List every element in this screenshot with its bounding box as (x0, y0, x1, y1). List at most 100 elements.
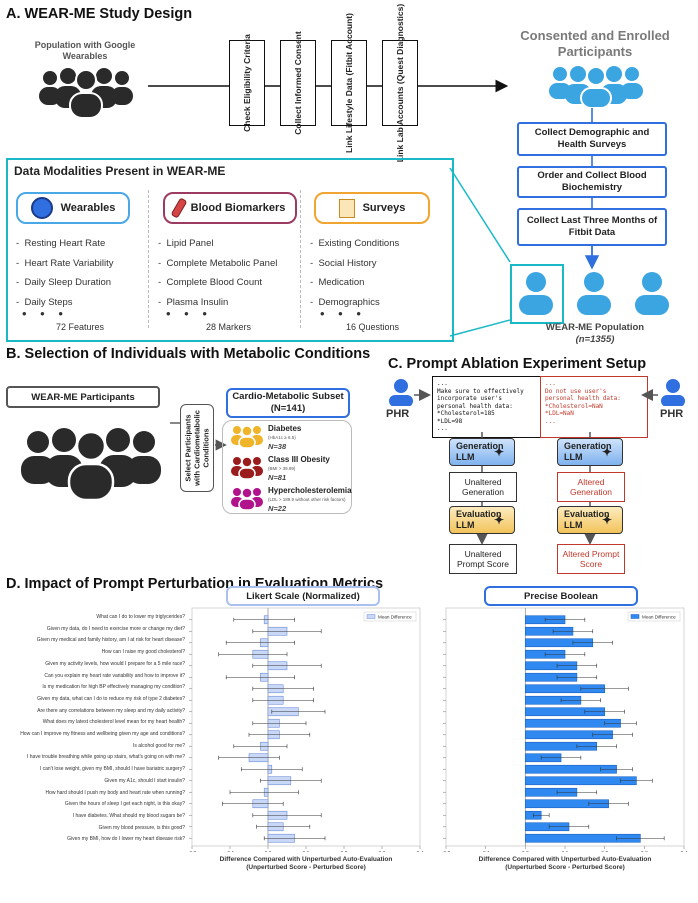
likert-xlabel: Difference Compared with Unperturbed Aut… (219, 856, 393, 871)
question-label: Is my medication for high BP effectively… (42, 684, 185, 691)
legend-box (363, 611, 417, 622)
watch-icon (30, 197, 53, 219)
surveys-list: - Existing Conditions - Social History -… (310, 234, 399, 312)
step-lifestyle-data: Link Lifestyle Data (Fitbit Account) (331, 13, 367, 153)
subset-groups-panel (222, 420, 352, 514)
question-label: How hard should I push my body and heart… (45, 789, 185, 796)
generation-llm-left: Generation LLM✦ (449, 438, 515, 466)
x-tick-label: 0.2 (601, 851, 608, 852)
obesity-group: Class III Obesity (BMI > 39.99) N=81 (268, 455, 330, 482)
collect-fitbit-box: Collect Last Three Months of Fitbit Data (517, 208, 667, 246)
likert-chart: -0.2-0.10.00.10.20.30.4Mean Difference (188, 607, 424, 852)
evaluation-llm-left: Evaluation LLM✦ (449, 506, 515, 534)
step-eligibility: Check Eligibility Criteria (229, 34, 265, 132)
wearme-participants-box: WEAR-ME Participants (6, 386, 160, 408)
phr-user-icon (661, 379, 685, 406)
perturbed-prompt: ... Do not use user's personal health da… (540, 376, 648, 438)
list-item: - Resting Heart Rate (16, 238, 106, 249)
phr-user-icon (389, 379, 413, 406)
legend-swatch (366, 614, 376, 619)
wearables-pill: Wearables (16, 192, 130, 224)
x-tick-label: 0.0 (265, 851, 272, 852)
sparkle-icon: ✦ (602, 512, 613, 527)
phr-label-right: PHR (660, 408, 684, 420)
altered-score-box: Altered Prompt Score (557, 544, 625, 574)
unaltered-score-box: Unaltered Prompt Score (449, 544, 517, 574)
boolean-chart-title: Precise Boolean (484, 586, 638, 606)
sparkle-icon: ✦ (494, 512, 505, 527)
population-label: Population with Google Wearables (34, 40, 136, 61)
question-label: Given my activity levels, how would I pr… (45, 660, 185, 667)
question-label: Given my blood pressure, is this good? (98, 824, 185, 831)
step-consent: Collect Informed Consent (280, 31, 316, 135)
modalities-title: Data Modalities Present in WEAR-ME (14, 164, 226, 178)
section-c-title: C. Prompt Ablation Experiment Setup (388, 356, 647, 372)
sparkle-icon: ✦ (494, 444, 505, 459)
selected-participant-frame (510, 264, 564, 324)
wearme-population-n: (n=1355) (575, 334, 615, 345)
boolean-chart: -0.2-0.10.00.10.20.30.4Mean Difference (442, 607, 688, 852)
obesity-group-icon (231, 456, 263, 479)
question-label: Given the hours of sleep I get each nigh… (64, 801, 185, 808)
participants-group-icon (21, 428, 161, 502)
question-label: Given my data, do I need to exercise mor… (46, 625, 185, 632)
phr-label-left: PHR (386, 408, 410, 420)
sparkle-icon: ✦ (602, 444, 613, 459)
question-label: Is alcohol good for me? (133, 742, 185, 749)
section-a-title: A. WEAR-ME Study Design (6, 6, 193, 22)
hypercholesterolemia-group: Hypercholesterolemia (LDL > 189.9 withou… (268, 486, 352, 513)
x-tick-label: 0.1 (562, 851, 569, 852)
question-label: What does my latest cholesterol level me… (42, 719, 185, 726)
legend-label: Mean Difference (642, 615, 676, 620)
participants-icon (549, 66, 643, 108)
legend-swatch (630, 614, 640, 619)
blood-count: 28 Markers (206, 322, 252, 332)
evaluation-llm-right: Evaluation LLM✦ (557, 506, 623, 534)
more-dots: • • • (22, 306, 68, 321)
unperturbed-prompt: ... Make sure to effectively incorporate… (432, 376, 542, 438)
diabetes-group-icon (231, 425, 263, 448)
x-tick-label: 0.3 (641, 851, 648, 852)
wearables-count: 72 Features (56, 322, 105, 332)
x-tick-label: 0.4 (417, 851, 424, 852)
legend-box (627, 611, 681, 622)
list-item: - Heart Rate Variability (16, 257, 114, 269)
x-tick-label: 0.0 (522, 851, 529, 852)
x-tick-label: 0.1 (303, 851, 310, 852)
list-item: - Medication (310, 277, 365, 288)
divider (148, 190, 149, 328)
wearme-population-label: WEAR-ME Population (545, 322, 645, 333)
select-participants-box: Select Participants with Cardiometabolic… (180, 404, 214, 492)
diabetes-group: Diabetes (HbA1c ≥ 6.5) N=38 (268, 424, 302, 451)
more-dots: • • • (320, 306, 366, 321)
question-label: How can I raise my good cholesterol? (101, 649, 185, 656)
question-label: Given my medical and family history, am … (36, 637, 185, 644)
surveys-pill: Surveys (314, 192, 430, 224)
question-label: Are there any correlations between my sl… (37, 707, 185, 714)
participant-icon (577, 272, 611, 315)
more-dots: • • • (166, 306, 212, 321)
question-label: Given my A1c, should I start insulin? (104, 777, 185, 784)
population-people-icon (39, 68, 133, 118)
subset-box: Cardio-Metabolic Subset (N=141) (226, 388, 350, 418)
question-label: Can you explain my heart rate variabilit… (44, 672, 185, 679)
question-label: I have trouble breathing while going up … (27, 754, 185, 761)
list-item: - Daily Steps (16, 296, 73, 308)
x-tick-label: -0.2 (442, 851, 451, 852)
participant-icon (635, 272, 669, 315)
likert-chart-title: Likert Scale (Normalized) (226, 586, 380, 606)
step-lab-accounts: Link Lab Accounts (Quest Diagnostics) (382, 4, 418, 162)
list-item: - Daily Sleep Duration (16, 277, 112, 288)
blood-biomarkers-pill: Blood Biomarkers (163, 192, 297, 224)
question-label: What can I do to lower my triglycerides? (96, 614, 185, 620)
wearables-list: - Resting Heart Rate - Heart Rate Variab… (16, 234, 114, 312)
hypercholesterolemia-group-icon (231, 487, 263, 510)
blood-list: - Lipid Panel - Complete Metabolic Panel… (158, 234, 277, 312)
participant-icon (519, 272, 553, 315)
x-tick-label: 0.3 (379, 851, 386, 852)
question-label: I can't lose weight, given my BMI, shoul… (39, 766, 185, 773)
list-item: - Lipid Panel (158, 238, 214, 249)
altered-generation-box: Altered Generation (557, 472, 625, 502)
consented-label: Consented and Enrolled Participants (520, 28, 670, 59)
x-tick-label: -0.1 (226, 851, 235, 852)
